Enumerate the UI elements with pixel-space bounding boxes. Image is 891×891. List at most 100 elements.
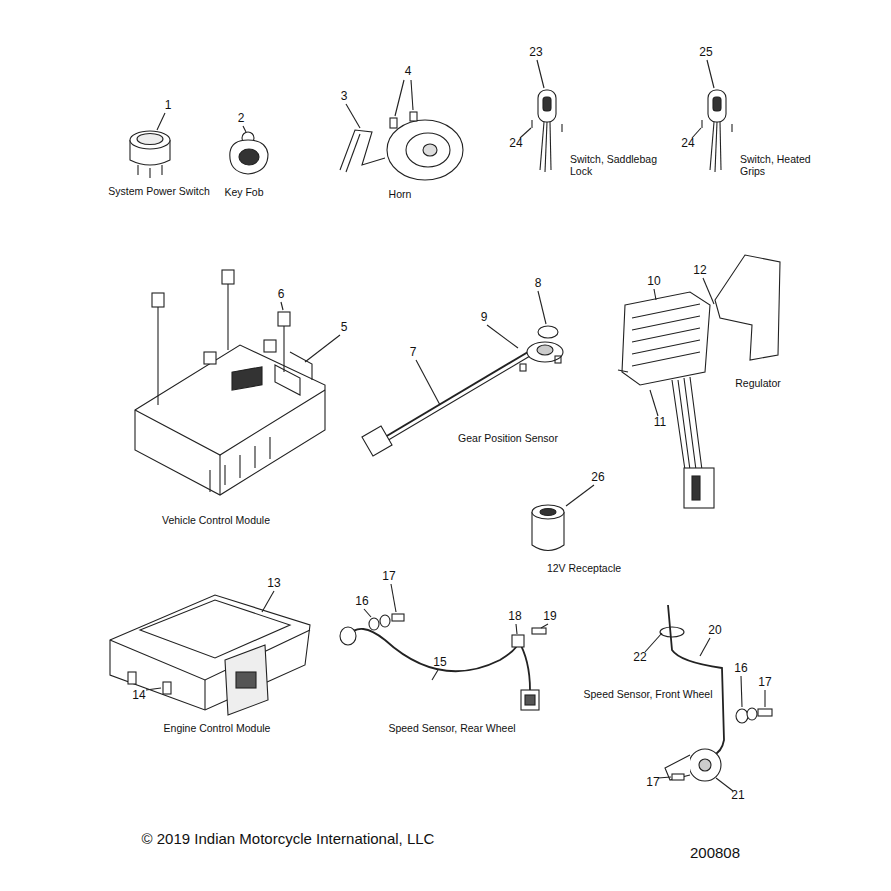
front-speed-sensor: [665, 755, 690, 780]
engine-control-module: [236, 672, 256, 688]
heated-grip-switch: [710, 122, 714, 170]
rear-speed-sensor: [340, 627, 356, 645]
front-speed-sensor: [736, 709, 748, 723]
callout-number: 2: [238, 112, 245, 126]
screw: [264, 340, 276, 352]
part-name: System Power Switch: [108, 185, 210, 197]
heated-grip-switch: [713, 97, 721, 111]
front-speed-sensor: [689, 749, 721, 781]
heated-grip-switch: [731, 124, 732, 132]
footer-text: © 2019 Indian Motorcycle International, …: [142, 830, 435, 847]
engine-control-module: [262, 591, 274, 612]
gear-position-sensor: [555, 356, 561, 363]
part-name: Speed Sensor, Rear Wheel: [388, 722, 515, 734]
rear-speed-sensor: [521, 690, 539, 710]
regulator: [618, 370, 628, 372]
regulator: [622, 292, 710, 385]
part-name: Engine Control Module: [164, 722, 271, 734]
power-switch: [137, 165, 138, 175]
part-name: Switch, Heated Grips: [740, 153, 830, 177]
callout-number: 21: [731, 789, 744, 803]
regulator: [703, 278, 714, 304]
vehicle-control-module: [219, 455, 220, 495]
heated-grip-switch: [715, 122, 717, 172]
key-fob: [230, 132, 268, 174]
receptacle: [532, 485, 594, 551]
screw: [157, 307, 158, 405]
receptacle: [540, 509, 556, 516]
rear-speed-sensor: [380, 615, 390, 627]
saddlebag-switch: [550, 122, 551, 170]
callout-number: 9: [481, 311, 488, 325]
engine-control-module: [163, 682, 171, 694]
screw: [152, 270, 290, 405]
vehicle-control-module: [135, 345, 325, 495]
callout-number: 6: [278, 288, 285, 302]
leader-line: [395, 80, 404, 116]
gear-position-sensor: [538, 291, 546, 324]
regulator: [684, 468, 714, 508]
rear-speed-sensor: [432, 670, 438, 680]
callout-number: 24: [509, 137, 522, 151]
rear-speed-sensor: [364, 609, 371, 617]
callout-number: 14: [132, 689, 145, 703]
engine-control-module: [146, 688, 161, 690]
callout-number: 16: [734, 662, 747, 676]
part-name: Horn: [389, 188, 412, 200]
power-switch: [137, 134, 163, 145]
regulator: [632, 304, 700, 366]
vehicle-control-module: [305, 335, 340, 362]
part-name: Gear Position Sensor: [458, 432, 558, 444]
front-speed-sensor: [716, 778, 733, 791]
part-name: Switch, Saddlebag Lock: [570, 153, 660, 177]
leader-line: [346, 104, 360, 128]
front-speed-sensor: [699, 759, 711, 771]
front-speed-sensor: [658, 777, 671, 778]
callout-number: 17: [758, 676, 771, 690]
vehicle-control-module: [281, 302, 283, 310]
gear-position-sensor: [362, 426, 392, 456]
key-fob: [230, 140, 268, 174]
callout-number: 8: [535, 277, 542, 291]
gear-position-sensor: [538, 326, 558, 338]
part-name: 12V Receptacle: [547, 562, 621, 574]
key-fob: [239, 149, 259, 165]
engine-control-module: [204, 680, 205, 710]
screw: [278, 312, 290, 326]
callout-number: 5: [341, 321, 348, 335]
vehicle-control-module: [210, 437, 270, 492]
regulator: [692, 476, 700, 500]
heated-grip-switch: [720, 122, 721, 170]
leader-line: [157, 60, 714, 138]
gear-position-sensor: [487, 325, 518, 348]
part-name: Vehicle Control Module: [162, 514, 270, 526]
leader-line: [411, 80, 413, 110]
saddlebag-switch: [545, 122, 547, 172]
screw: [227, 284, 228, 350]
rear-speed-sensor: [541, 624, 548, 628]
regulator: [654, 289, 656, 300]
callout-number: 23: [529, 46, 542, 60]
callout-number: 3: [341, 90, 348, 104]
rear-speed-sensor: [525, 695, 535, 705]
callout-number: 11: [654, 416, 666, 430]
callout-number: 25: [699, 46, 712, 60]
regulator: [650, 390, 658, 416]
rear-speed-sensor: [392, 614, 404, 621]
engine-control-module: [128, 672, 136, 684]
callout-number: 12: [693, 264, 706, 278]
callout-number: 16: [355, 595, 368, 609]
horn: [410, 112, 417, 121]
rear-speed-sensor: [369, 618, 379, 630]
callout-number: 15: [433, 656, 446, 670]
vehicle-control-module: [135, 270, 340, 495]
front-speed-sensor: [764, 690, 765, 707]
engine-control-module: [110, 630, 310, 680]
engine-control-module: [110, 595, 310, 710]
leader-line: [537, 60, 544, 88]
horn: [406, 133, 450, 167]
engine-control-module: [110, 591, 310, 715]
horn: [390, 118, 397, 128]
part-name: Key Fob: [224, 186, 263, 198]
